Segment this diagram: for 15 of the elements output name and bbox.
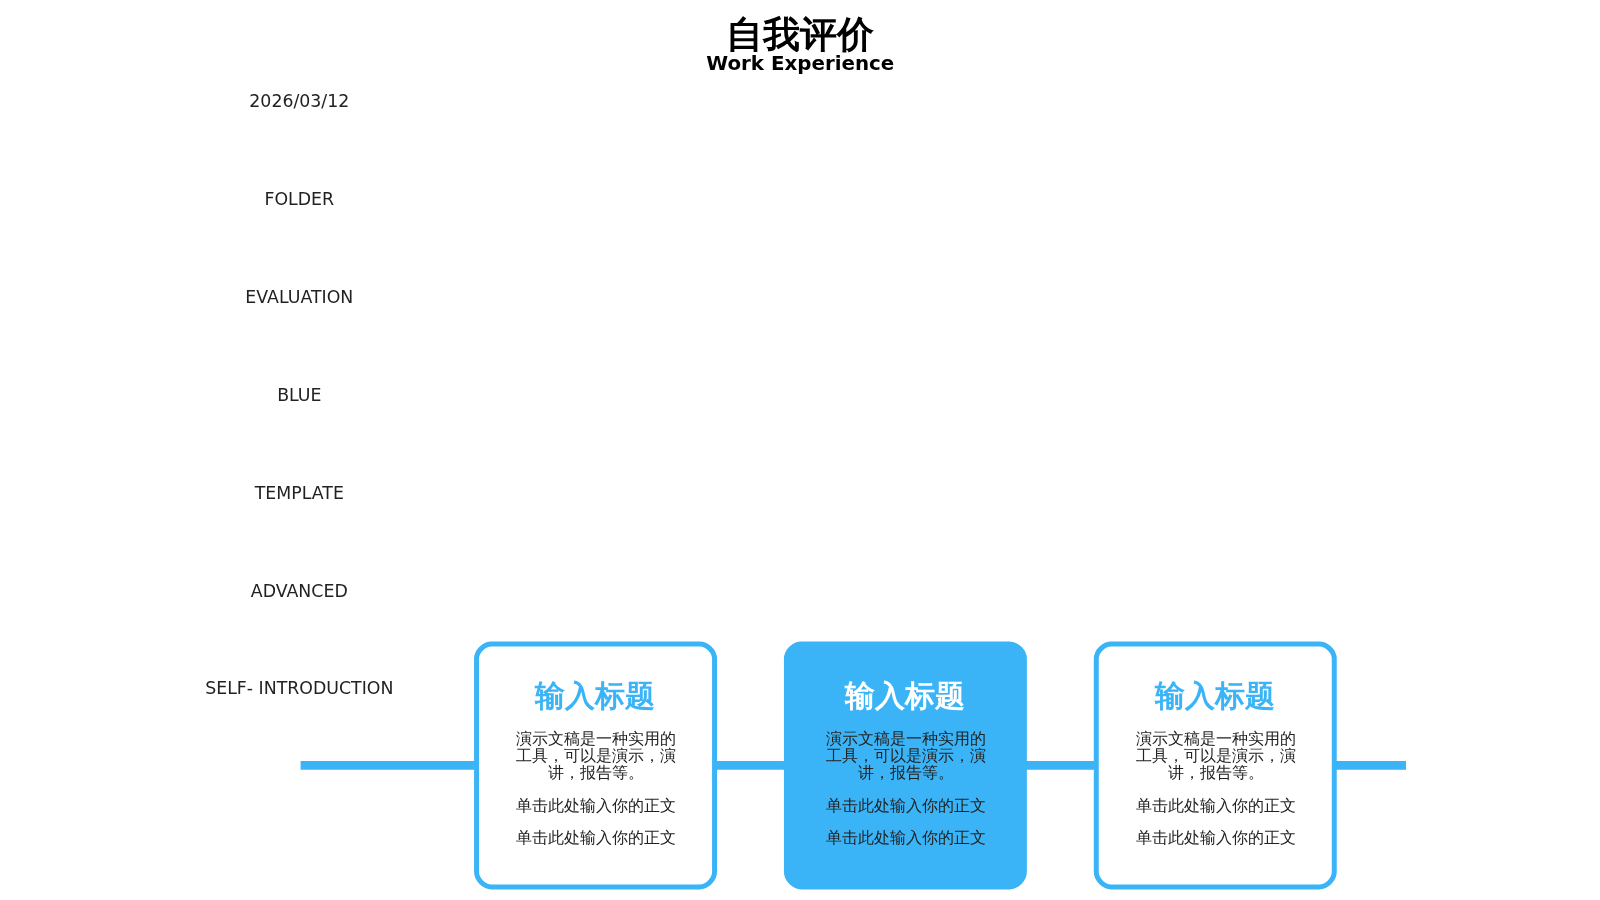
connector [714,761,786,770]
label: BLUE [276,384,321,405]
diagram-title: 自我评价 [725,11,874,56]
label: FOLDER [263,188,334,209]
label: SELF- INTRODUCTION [204,678,393,699]
node-box: 输入标题 演示文稿是一种实用的工具，可以是演示，演讲，报告等。 单击此处输入你的正文 单击此处输入你的正文 [1093,641,1337,890]
label: TEMPLATE [254,482,344,503]
label: EVALUATION [244,286,353,307]
node-box: 输入标题 演示文稿是一种实用的工具，可以是演示，演讲，报告等。 单击此处输入你的正文 单击此处输入你的正文 [783,641,1027,890]
label: 2026/03/12 [248,90,349,111]
node-box: 输入标题 演示文稿是一种实用的工具，可以是演示，演讲，报告等。 单击此处输入你的正文 单击此处输入你的正文 [473,641,717,890]
label: ADVANCED [250,580,348,601]
connector [1024,761,1096,770]
connector [300,761,476,770]
connector [1333,761,1406,770]
